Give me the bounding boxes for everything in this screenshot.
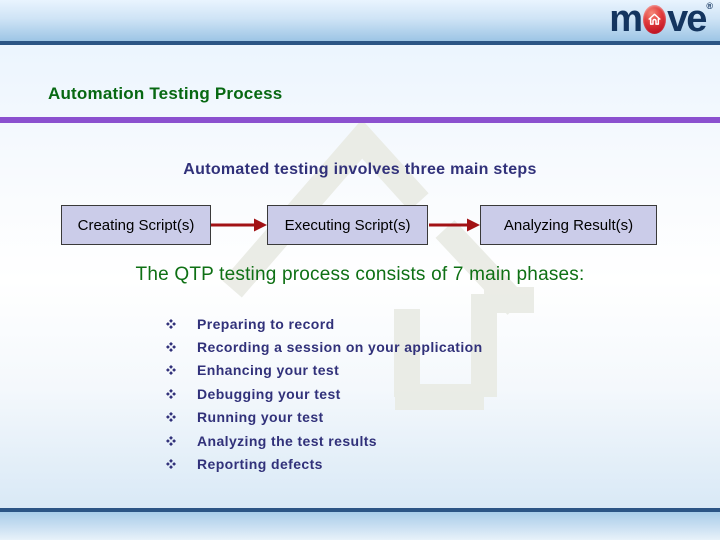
phase-label: Reporting defects: [197, 456, 323, 473]
diamond-bullet-icon: [166, 388, 176, 399]
step-box-executing-scripts: Executing Script(s): [267, 205, 428, 245]
steps-heading: Automated testing involves three main st…: [183, 161, 537, 178]
phase-label: Preparing to record: [197, 315, 335, 332]
flow-arrow-icon: [429, 218, 480, 232]
top-divider-line: [0, 41, 720, 45]
list-item: Running your test: [166, 406, 483, 429]
slide-title: Automation Testing Process: [48, 84, 283, 103]
list-item: Enhancing your test: [166, 359, 483, 382]
bottom-banner: [0, 512, 720, 540]
bottom-divider-line: [0, 508, 720, 512]
top-banner: [0, 0, 720, 41]
phase-label: Enhancing your test: [197, 362, 340, 379]
diamond-bullet-icon: [166, 318, 176, 329]
list-item: Debugging your test: [166, 382, 483, 405]
list-item: Recording a session on your application: [166, 335, 483, 358]
step-box-creating-scripts: Creating Script(s): [61, 205, 211, 245]
list-item: Preparing to record: [166, 312, 483, 335]
phase-label: Recording a session on your application: [197, 339, 483, 356]
diamond-bullet-icon: [166, 365, 176, 376]
title-divider-line: [0, 117, 720, 123]
list-item: Reporting defects: [166, 452, 483, 475]
phases-list: Preparing to record Recording a session …: [166, 312, 483, 476]
step-box-analyzing-results: Analyzing Result(s): [480, 205, 657, 245]
diamond-bullet-icon: [166, 435, 176, 446]
phase-label: Running your test: [197, 409, 324, 426]
move-logo: m ve ®: [609, 0, 713, 40]
logo-text-m: m: [609, 0, 643, 40]
phases-heading: The QTP testing process consists of 7 ma…: [135, 264, 585, 285]
diamond-bullet-icon: [166, 412, 176, 423]
registered-mark: ®: [706, 1, 713, 11]
phase-label: Analyzing the test results: [197, 432, 377, 449]
house-icon: [643, 5, 667, 34]
logo-text-ve: ve: [667, 0, 707, 40]
diamond-bullet-icon: [166, 459, 176, 470]
diamond-bullet-icon: [166, 342, 176, 353]
list-item: Analyzing the test results: [166, 429, 483, 452]
flow-arrow-icon: [211, 218, 267, 232]
phase-label: Debugging your test: [197, 385, 341, 402]
